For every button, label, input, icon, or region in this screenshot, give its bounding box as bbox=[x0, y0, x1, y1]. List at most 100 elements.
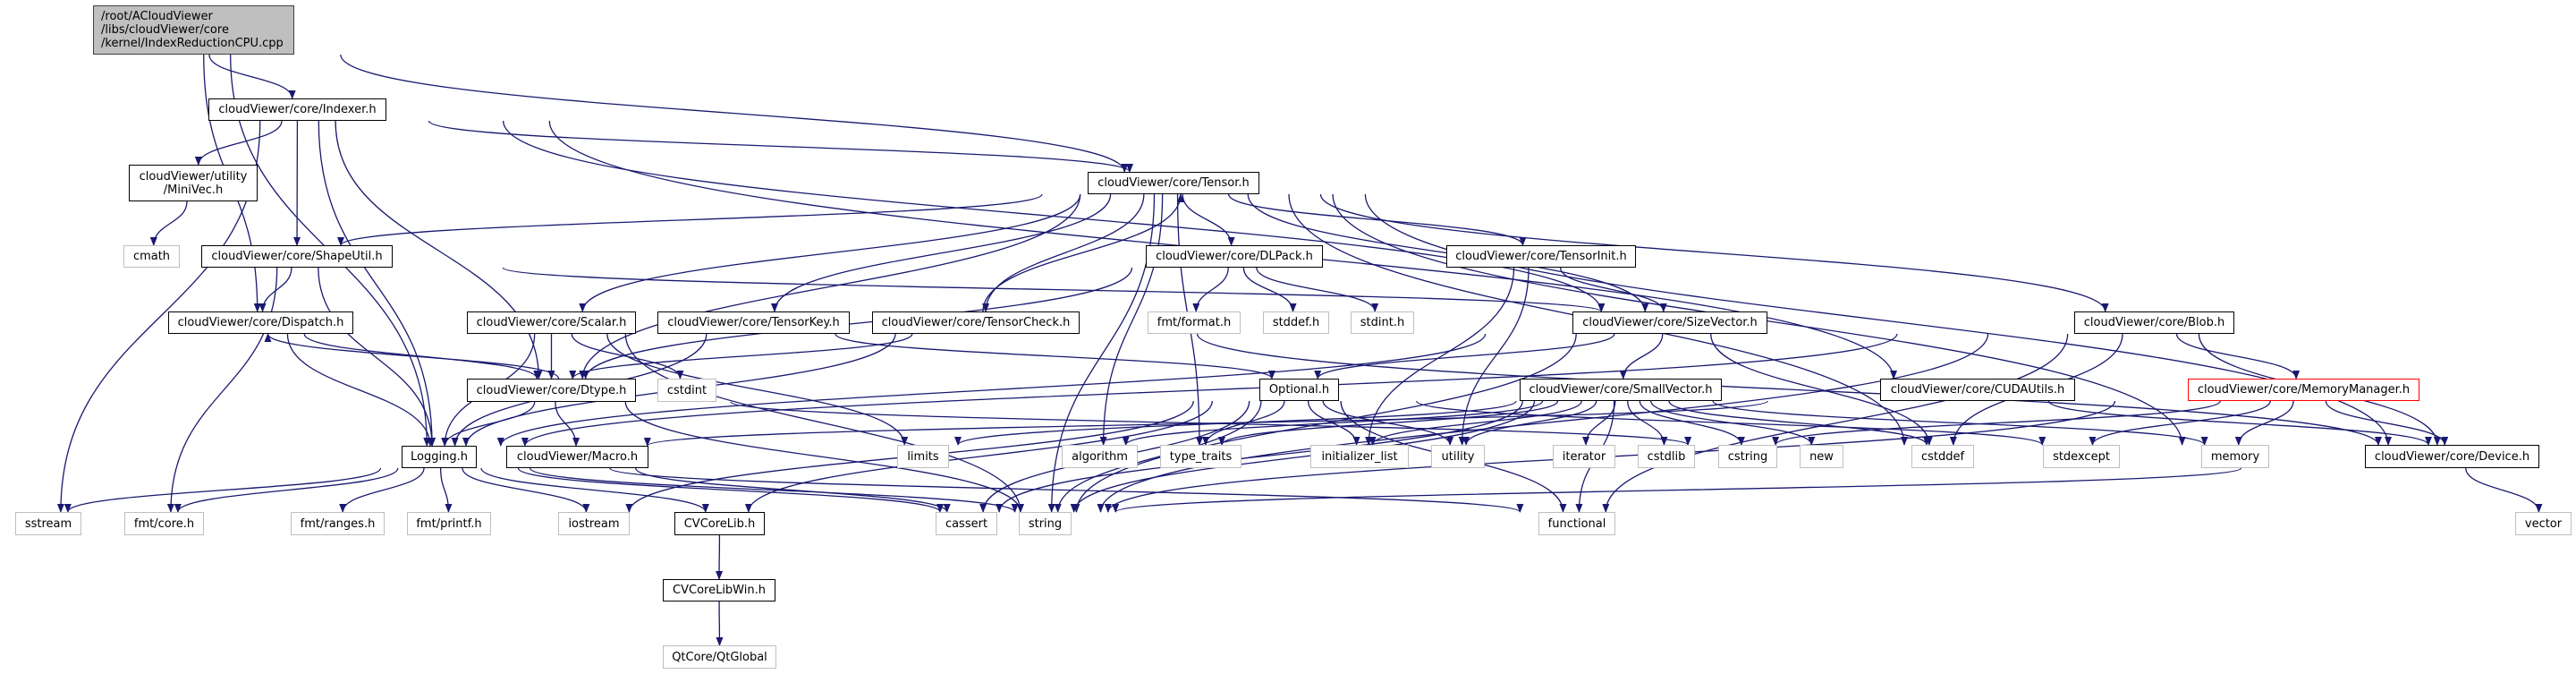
node-dtype[interactable]: cloudViewer/core/Dtype.h bbox=[467, 379, 636, 402]
edge-cudautils-to-device bbox=[2047, 400, 2432, 446]
node-label: cloudViewer/core/MemoryManager.h bbox=[2197, 383, 2411, 397]
edge-device-to-string bbox=[1112, 467, 2242, 513]
edge-blob-to-logging bbox=[521, 333, 1898, 447]
edge-shapeutil-to-logging bbox=[318, 267, 436, 447]
edge-optional-to-string bbox=[1054, 400, 1262, 513]
node-label: cloudViewer/core/TensorInit.h bbox=[1455, 250, 1627, 263]
node-algorithm: algorithm bbox=[1062, 445, 1138, 468]
edge-tensor-to-algorithm bbox=[1099, 193, 1164, 446]
edge-sizevector-to-cstddef bbox=[1710, 333, 1933, 446]
node-fmtcore: fmt/core.h bbox=[124, 512, 204, 535]
edge-smallvector-to-string bbox=[1070, 400, 1536, 513]
node-label: fmt/core.h bbox=[133, 516, 195, 531]
edge-dlpack-to-dtype bbox=[581, 267, 1133, 380]
node-optional[interactable]: Optional.h bbox=[1259, 379, 1339, 401]
edge-shapeutil-to-fmtcore bbox=[166, 267, 278, 513]
node-cassert: cassert bbox=[936, 512, 997, 535]
node-label: fmt/printf.h bbox=[416, 516, 482, 531]
edge-indexer-to-minivec bbox=[194, 120, 283, 166]
node-root[interactable]: /root/ACloudViewer/libs/cloudViewer/core… bbox=[93, 5, 294, 55]
edge-root-to-tensor bbox=[340, 54, 1129, 173]
node-label: cloudViewer/utility bbox=[139, 169, 248, 183]
node-label: cloudViewer/Macro.h bbox=[516, 450, 639, 464]
node-label: limits bbox=[907, 449, 939, 464]
edge-dtype-to-logging bbox=[441, 401, 536, 447]
node-shapeutil[interactable]: cloudViewer/core/ShapeUtil.h bbox=[201, 245, 393, 268]
node-label: new bbox=[1809, 449, 1834, 464]
node-blob[interactable]: cloudViewer/core/Blob.h bbox=[2074, 311, 2234, 334]
node-label: Optional.h bbox=[1268, 383, 1330, 397]
node-minivec[interactable]: cloudViewer/utility/MiniVec.h bbox=[129, 165, 258, 201]
edge-smallvector-to-iterator bbox=[1582, 400, 1616, 446]
node-label: Logging.h bbox=[411, 450, 468, 464]
node-tensorkey[interactable]: cloudViewer/core/TensorKey.h bbox=[657, 311, 850, 334]
node-logging[interactable]: Logging.h bbox=[402, 446, 477, 468]
edge-blob-to-memorymanager bbox=[2175, 333, 2301, 380]
node-label: vector bbox=[2524, 516, 2563, 531]
edge-minivec-to-cmath bbox=[149, 200, 188, 246]
node-macro[interactable]: cloudViewer/Macro.h bbox=[506, 446, 648, 468]
node-tensorinit[interactable]: cloudViewer/core/TensorInit.h bbox=[1446, 245, 1636, 268]
node-string: string bbox=[1019, 512, 1072, 535]
node-initlist: initializer_list bbox=[1310, 445, 1409, 468]
edge-smallvector-to-initlist bbox=[1368, 400, 1582, 446]
edge-shapeutil-to-sizevector bbox=[502, 267, 1605, 312]
edge-smallvector-to-typetraits bbox=[1218, 400, 1559, 446]
node-label: cloudViewer/core/Scalar.h bbox=[476, 316, 627, 329]
edge-root-to-indexer bbox=[208, 54, 296, 99]
edge-memorymanager-to-cstring bbox=[1772, 400, 2221, 446]
node-smallvector[interactable]: cloudViewer/core/SmallVector.h bbox=[1520, 379, 1722, 401]
node-tensorcheck[interactable]: cloudViewer/core/TensorCheck.h bbox=[872, 311, 1080, 334]
edge-smallvector-to-new bbox=[1650, 400, 1816, 446]
edge-memorymanager-to-stdexcept bbox=[2089, 400, 2271, 446]
node-tensor[interactable]: cloudViewer/core/Tensor.h bbox=[1088, 172, 1259, 194]
node-limits: limits bbox=[897, 445, 949, 468]
node-label: cloudViewer/core/ShapeUtil.h bbox=[211, 250, 383, 263]
edge-blob-to-functional bbox=[1602, 333, 2069, 513]
node-label: CVCoreLib.h bbox=[683, 516, 756, 531]
node-device[interactable]: cloudViewer/core/Device.h bbox=[2365, 445, 2539, 468]
node-label: stdexcept bbox=[2053, 449, 2110, 464]
node-label: cmath bbox=[132, 250, 171, 263]
node-cvcorelib[interactable]: CVCoreLib.h bbox=[674, 512, 765, 535]
node-label: CVCoreLibWin.h bbox=[673, 584, 766, 597]
node-label: cassert bbox=[945, 516, 988, 531]
node-utility: utility bbox=[1431, 445, 1485, 468]
edge-dlpack-to-stdinth bbox=[1256, 267, 1379, 312]
edge-device-to-vector bbox=[2465, 467, 2543, 513]
node-label: /kernel/IndexReductionCPU.cpp bbox=[101, 37, 284, 50]
node-stdinth: stdint.h bbox=[1351, 311, 1414, 334]
edge-sizevector-to-optional bbox=[1314, 333, 1615, 380]
node-fmtranges: fmt/ranges.h bbox=[291, 512, 385, 535]
edge-dlpack-to-fmtformat bbox=[1192, 267, 1229, 312]
node-indexer[interactable]: cloudViewer/core/Indexer.h bbox=[208, 98, 386, 121]
node-label: functional bbox=[1547, 516, 1606, 531]
node-stdexcept: stdexcept bbox=[2043, 445, 2120, 468]
edge-tensorinit-to-sizevector bbox=[1559, 267, 1667, 312]
node-dlpack[interactable]: cloudViewer/core/DLPack.h bbox=[1146, 245, 1323, 268]
node-cudautils[interactable]: cloudViewer/core/CUDAUtils.h bbox=[1880, 379, 2075, 401]
node-label: cstdint bbox=[666, 383, 708, 397]
node-sizevector[interactable]: cloudViewer/core/SizeVector.h bbox=[1572, 311, 1767, 334]
edge-shapeutil-to-dispatch bbox=[258, 267, 292, 312]
edge-dlpack-to-stddefh bbox=[1242, 267, 1297, 312]
node-memory: memory bbox=[2201, 445, 2269, 468]
node-label: cloudViewer/core/Tensor.h bbox=[1097, 176, 1250, 190]
node-qtglobal: QtCore/QtGlobal bbox=[663, 645, 776, 669]
node-label: cloudViewer/core/Device.h bbox=[2374, 449, 2530, 464]
node-label: cstddef bbox=[1920, 449, 1965, 464]
node-label: cloudViewer/core/CUDAUtils.h bbox=[1890, 383, 2065, 397]
node-scalar[interactable]: cloudViewer/core/Scalar.h bbox=[467, 311, 636, 334]
edge-tensorkey-to-optional bbox=[835, 333, 1275, 380]
node-label: /MiniVec.h bbox=[163, 183, 224, 197]
node-label: cloudViewer/core/TensorKey.h bbox=[667, 316, 840, 329]
node-fmtformat: fmt/format.h bbox=[1148, 311, 1241, 334]
node-dispatch[interactable]: cloudViewer/core/Dispatch.h bbox=[168, 311, 353, 334]
node-memorymanager[interactable]: cloudViewer/core/MemoryManager.h bbox=[2188, 379, 2419, 401]
node-cvcorelibwin[interactable]: CVCoreLibWin.h bbox=[663, 579, 775, 601]
node-typetraits: type_traits bbox=[1160, 445, 1241, 468]
node-cstdlib: cstdlib bbox=[1638, 445, 1695, 468]
node-stddefh: stddef.h bbox=[1263, 311, 1329, 334]
node-label: cloudViewer/core/TensorCheck.h bbox=[881, 316, 1071, 329]
node-label: cloudViewer/core/Dtype.h bbox=[476, 383, 627, 397]
